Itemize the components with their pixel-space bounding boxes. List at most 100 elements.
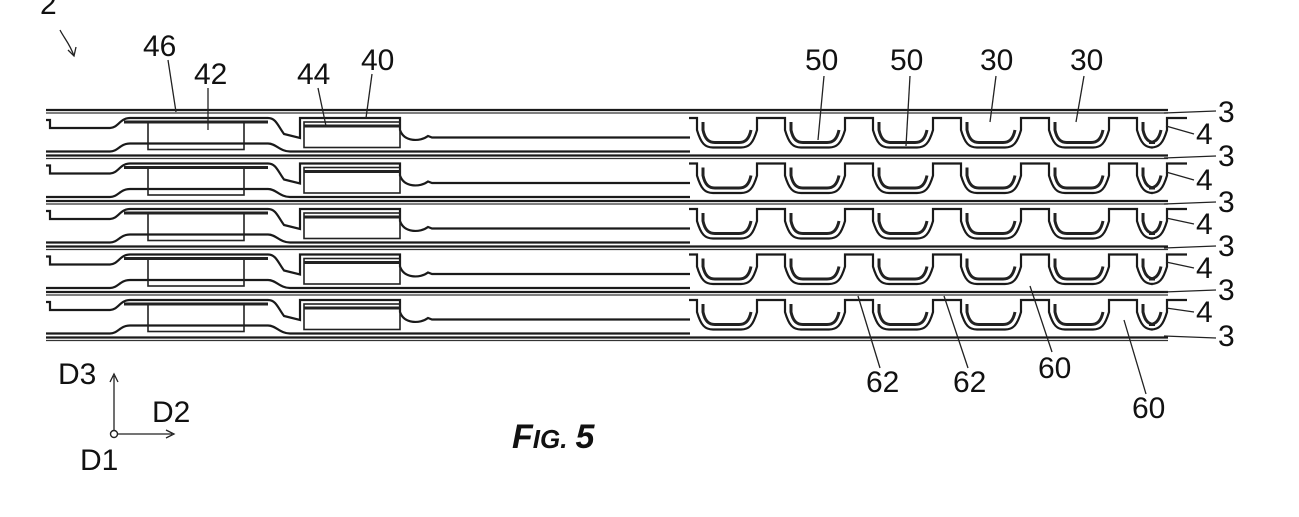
leader-line [168, 60, 176, 112]
leader-line [990, 76, 996, 122]
channel-cup-wall [791, 213, 839, 234]
channel-cup [1129, 300, 1187, 330]
label-right-3-2: 3 [1218, 140, 1235, 173]
channel-cup-wall [879, 122, 927, 143]
channel-cup-wall [967, 213, 1015, 234]
label-right-3-1: 3 [1218, 96, 1235, 129]
channel-cup-wall [967, 304, 1015, 325]
channel-cup-wall [703, 259, 751, 280]
channel-cup-wall [1055, 213, 1103, 234]
label-60-a: 60 [1038, 352, 1071, 385]
channel-cup-wall [703, 122, 751, 143]
channel-array [689, 118, 1187, 330]
plate-stack [46, 110, 1168, 341]
leader-line [1164, 156, 1216, 158]
leader-line [1124, 320, 1146, 394]
leader-line [818, 76, 824, 140]
axis-d1-label: D1 [80, 444, 118, 477]
figure-caption: FIG.5 [512, 418, 595, 456]
caption-prefix: F [512, 418, 534, 456]
assembly-ref-label: 2 [40, 0, 57, 21]
axis-d1-origin [111, 431, 118, 438]
leader-line [1166, 126, 1194, 134]
plate-layer [46, 118, 690, 152]
leader-line [1166, 218, 1194, 224]
channel-cup-wall [791, 304, 839, 325]
channel-cup-wall [1143, 259, 1161, 280]
insert-42 [148, 168, 244, 196]
channel-cup-wall [967, 122, 1015, 143]
leader-line [1030, 286, 1052, 352]
channel-cup-wall [967, 168, 1015, 189]
channel-cup-wall [879, 213, 927, 234]
label-right-3-3: 3 [1218, 186, 1235, 219]
channel-cup [1129, 164, 1187, 194]
insert-42 [148, 122, 244, 150]
label-60-b: 60 [1132, 392, 1165, 425]
axis-d2-label: D2 [152, 396, 190, 429]
axis-indicator: D3 D2 D1 [58, 358, 190, 477]
channel-cup [1129, 118, 1187, 148]
label-50-b: 50 [890, 44, 923, 77]
leader-line [1164, 111, 1216, 113]
insert-42 [148, 213, 244, 241]
label-right-3-5: 3 [1218, 274, 1235, 307]
plate-layer [46, 209, 690, 243]
leader-line [1164, 202, 1216, 204]
channel-cup-wall [1143, 304, 1161, 325]
axis-d3-label: D3 [58, 358, 96, 391]
label-right-4-1: 4 [1196, 118, 1213, 151]
channel-cup-wall [703, 213, 751, 234]
channel-cup-wall [879, 168, 927, 189]
label-42: 42 [194, 58, 227, 91]
leader-line [1164, 336, 1216, 338]
channel-cup-wall [703, 304, 751, 325]
label-right-4-4: 4 [1196, 252, 1213, 285]
label-30-a: 30 [980, 44, 1013, 77]
leader-line [858, 296, 880, 368]
plate-layer [46, 300, 690, 334]
channel-cup [1129, 255, 1187, 285]
leader-line [366, 74, 372, 118]
channel-cup-wall [791, 168, 839, 189]
label-right-3-4: 3 [1218, 230, 1235, 263]
leader-line [1166, 262, 1194, 268]
channel-cup-wall [879, 304, 927, 325]
label-right-3-6: 3 [1218, 320, 1235, 353]
channel-cup-wall [791, 259, 839, 280]
leader-line [1166, 172, 1194, 180]
label-46: 46 [143, 30, 176, 63]
leader-line [944, 296, 968, 368]
leader-line [1076, 76, 1084, 122]
channel-cup-wall [703, 168, 751, 189]
label-40: 40 [361, 44, 394, 77]
leader-line [318, 88, 326, 126]
label-right-4-2: 4 [1196, 164, 1213, 197]
channel-cup-wall [1055, 304, 1103, 325]
channel-cup-wall [967, 259, 1015, 280]
leader-line [1164, 290, 1216, 292]
label-44: 44 [297, 58, 330, 91]
channel-cup-wall [1055, 122, 1103, 143]
channel-cup-wall [1055, 168, 1103, 189]
insert-42 [148, 259, 244, 287]
caption-middle: IG. [533, 424, 568, 454]
assembly-ref-arrow [60, 30, 74, 56]
channel-cup-wall [1143, 168, 1161, 189]
label-right-4-5: 4 [1196, 296, 1213, 329]
leader-line [1166, 308, 1194, 312]
label-62-b: 62 [953, 366, 986, 399]
label-62-a: 62 [866, 366, 899, 399]
channel-cup-wall [1143, 122, 1161, 143]
label-50-a: 50 [805, 44, 838, 77]
insert-42 [148, 304, 244, 332]
label-right-4-3: 4 [1196, 208, 1213, 241]
leader-line [1164, 246, 1216, 248]
plate-layer [46, 255, 690, 289]
channel-cup-wall [1055, 259, 1103, 280]
channel-cup [1129, 209, 1187, 239]
caption-number: 5 [575, 418, 595, 456]
channel-cup-wall [879, 259, 927, 280]
